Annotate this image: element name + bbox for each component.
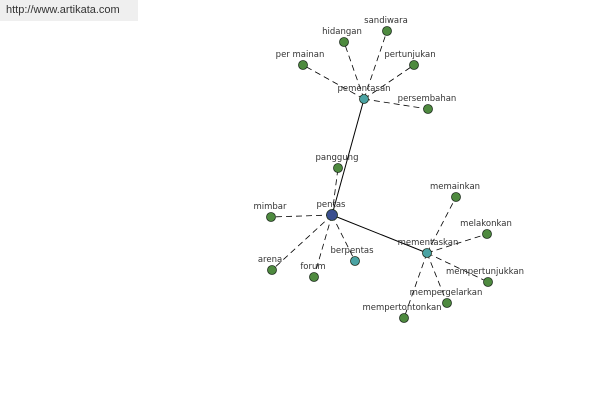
edge-pentas-to-berpentas (331, 214, 356, 262)
node-dot-mempergelarkan[interactable] (442, 298, 452, 308)
edges-layer (270, 30, 489, 319)
node-label-mempertunjukkan: mempertunjukkan (446, 267, 524, 277)
node-forum[interactable]: forum (300, 262, 326, 282)
node-label-mementaskan: mementaskan (398, 238, 459, 248)
node-hidangan[interactable]: hidangan (322, 27, 362, 47)
node-dot-mempertunjukkan[interactable] (483, 277, 493, 287)
edge-pementasan-to-persembahan (363, 98, 429, 110)
node-per-mainan[interactable]: per mainan (276, 50, 325, 70)
edge-mementaskan-to-mempertontonkan (403, 252, 428, 319)
node-label-arena: arena (258, 255, 282, 265)
node-dot-sandiwara[interactable] (382, 26, 392, 36)
edge-pentas-to-arena (271, 214, 333, 271)
edge-mementaskan-to-mempertunjukkan (426, 252, 489, 283)
node-label-pentas: pentas (317, 200, 347, 210)
node-dot-memainkan[interactable] (451, 192, 461, 202)
node-dot-persembahan[interactable] (423, 104, 433, 114)
node-pentas[interactable]: pentas (317, 200, 347, 221)
edge-mementaskan-to-memainkan (426, 196, 457, 254)
edge-pentas-to-pementasan (331, 98, 365, 216)
node-label-mimbar: mimbar (253, 202, 287, 212)
node-label-melakonkan: melakonkan (460, 219, 512, 229)
node-dot-pertunjukan[interactable] (409, 60, 419, 70)
node-mimbar[interactable]: mimbar (253, 202, 287, 222)
node-label-hidangan: hidangan (322, 27, 362, 37)
node-dot-pentas[interactable] (326, 209, 338, 221)
source-url-bar: http://www.artikata.com (0, 0, 138, 21)
node-dot-mementaskan[interactable] (422, 248, 432, 258)
node-memainkan[interactable]: memainkan (430, 182, 480, 202)
node-mementaskan[interactable]: mementaskan (398, 238, 459, 258)
node-sandiwara[interactable]: sandiwara (364, 16, 408, 36)
node-berpentas[interactable]: berpentas (330, 246, 374, 266)
edge-pementasan-to-pertunjukan (363, 64, 415, 100)
node-label-mempertontonkan: mempertontonkan (362, 303, 441, 313)
node-dot-pementasan[interactable] (359, 94, 369, 104)
node-mempergelarkan[interactable]: mempergelarkan (410, 288, 483, 308)
node-persembahan[interactable]: persembahan (398, 94, 457, 114)
node-mempertontonkan[interactable]: mempertontonkan (362, 303, 442, 323)
source-url-text: http://www.artikata.com (6, 4, 120, 16)
node-label-forum: forum (300, 262, 325, 272)
node-label-pertunjukan: pertunjukan (384, 50, 435, 60)
node-dot-mempertontonkan[interactable] (399, 313, 409, 323)
node-dot-hidangan[interactable] (339, 37, 349, 47)
edge-pentas-to-mementaskan (331, 214, 428, 254)
node-dot-arena[interactable] (267, 265, 277, 275)
edge-mementaskan-to-melakonkan (426, 233, 488, 254)
node-label-mempergelarkan: mempergelarkan (410, 288, 483, 298)
node-dot-mimbar[interactable] (266, 212, 276, 222)
node-dot-per-mainan[interactable] (298, 60, 308, 70)
nodes-layer: pentas pementasan mementaskan berpentas hida… (253, 16, 524, 323)
node-dot-forum[interactable] (309, 272, 319, 282)
node-arena[interactable]: arena (258, 255, 282, 275)
node-pertunjukan[interactable]: pertunjukan (384, 50, 436, 70)
node-label-panggung: panggung (316, 153, 359, 163)
node-dot-melakonkan[interactable] (482, 229, 492, 239)
node-pementasan[interactable]: pementasan (337, 84, 391, 104)
edge-pementasan-to-hidangan (343, 41, 365, 100)
edge-mementaskan-to-mempergelarkan (426, 252, 448, 304)
edge-pentas-to-forum (313, 214, 333, 278)
node-melakonkan[interactable]: melakonkan (460, 219, 512, 239)
node-panggung[interactable]: panggung (316, 153, 359, 173)
node-label-pementasan: pementasan (337, 84, 390, 94)
node-label-sandiwara: sandiwara (364, 16, 408, 26)
node-label-persembahan: persembahan (398, 94, 457, 104)
node-label-memainkan: memainkan (430, 182, 480, 192)
node-dot-panggung[interactable] (333, 163, 343, 173)
edge-pentas-to-panggung (331, 167, 339, 216)
edge-pementasan-to-per-mainan (302, 64, 365, 100)
node-label-berpentas: berpentas (330, 246, 374, 256)
node-label-per-mainan: per mainan (276, 50, 325, 60)
node-dot-berpentas[interactable] (350, 256, 360, 266)
node-mempertunjukkan[interactable]: mempertunjukkan (446, 267, 524, 287)
edge-pementasan-to-sandiwara (363, 30, 388, 100)
edge-pentas-to-mimbar (270, 214, 333, 218)
